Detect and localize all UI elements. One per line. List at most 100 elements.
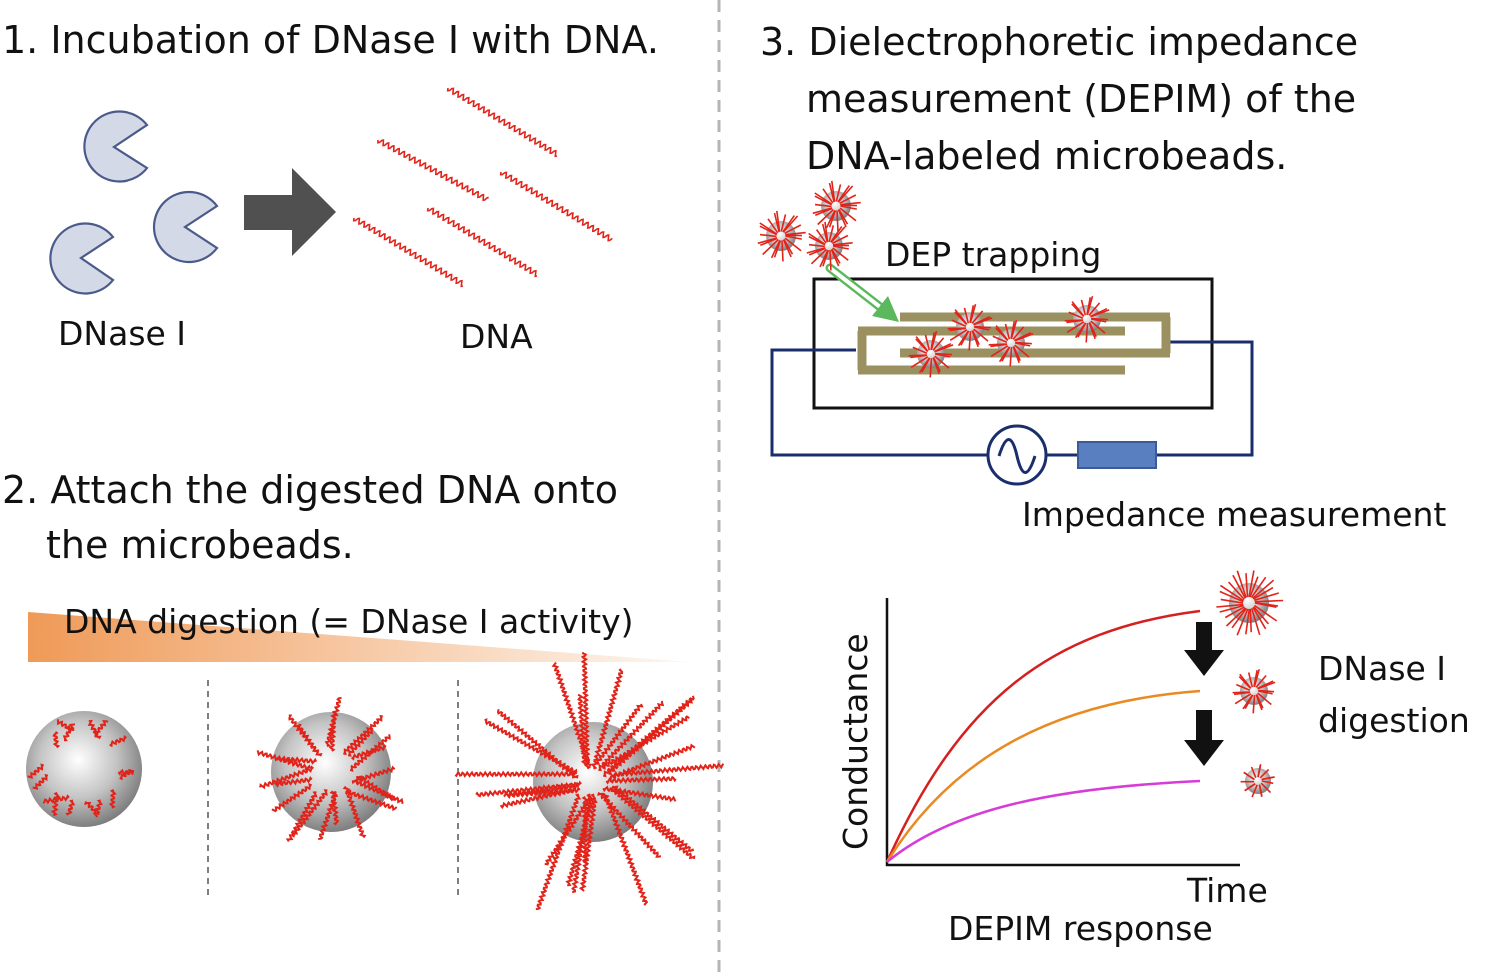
dna-spike [762, 239, 779, 256]
dna-spike [832, 247, 849, 261]
dna-spike [1090, 307, 1108, 318]
dna-spike [910, 356, 929, 368]
dna-labeled-bead [947, 303, 993, 351]
dna-spike [1014, 331, 1032, 342]
curve-medium-conductance [885, 689, 1201, 863]
dna-spike [1091, 317, 1108, 321]
dna-strand [290, 789, 328, 838]
dna-spike [808, 235, 826, 246]
dna-spike [1254, 601, 1279, 607]
dna-spike [814, 203, 832, 208]
dna-spike [806, 247, 826, 254]
dna-spike [960, 330, 970, 346]
dna-spike [921, 357, 931, 373]
dna-strand [608, 743, 696, 782]
microbead-short-dna [26, 711, 142, 827]
dna-spike [1258, 689, 1275, 693]
dna-spike [822, 249, 830, 267]
dna-spike [1231, 607, 1248, 629]
dna-spike [974, 326, 990, 331]
step3-title-line1: 3. Dielectrophoretic impedance [760, 20, 1358, 64]
dna-labeled-bead [988, 319, 1034, 367]
dna-spike [832, 242, 853, 246]
dna-spike [837, 209, 847, 228]
dna-spike [1224, 606, 1245, 619]
dna-strand [602, 715, 690, 770]
dna-spike [759, 222, 778, 235]
dna-spike [837, 185, 850, 203]
dna-spike [915, 338, 929, 353]
dna-spike [831, 180, 836, 202]
dna-strand [577, 693, 589, 766]
dna-spike [1255, 674, 1267, 688]
dna-strand [608, 698, 693, 776]
bead-dna-fragments [454, 651, 725, 911]
dna-spike [910, 354, 928, 359]
resistor-icon [1077, 441, 1157, 469]
dna-strand [535, 793, 582, 911]
dna-spike [836, 210, 839, 232]
dna-spike [1243, 772, 1255, 781]
dna-spike [1219, 584, 1244, 602]
dna-spike [1004, 323, 1011, 340]
legend-line1: DNase I [1318, 649, 1446, 688]
depim-response-graph [885, 598, 1240, 867]
dna-spike [1012, 326, 1025, 340]
dna-spike [968, 331, 972, 351]
dnase-enzymes [49, 110, 219, 295]
dna-spike [1257, 680, 1274, 690]
dna-spike [759, 233, 777, 238]
dna-spike [1228, 581, 1245, 600]
dna-strand [117, 768, 134, 776]
dna-strand [87, 719, 102, 740]
dna-spike [1253, 606, 1270, 625]
dna-spike [973, 315, 991, 326]
dna-spike [1010, 321, 1016, 339]
dna-spike [1085, 323, 1089, 343]
dna-spike [770, 240, 781, 259]
dna-spike [839, 194, 857, 205]
dna-spike [833, 245, 849, 250]
dna-spike [932, 357, 941, 373]
dna-spike [912, 346, 928, 354]
x-axis-label: Time [1186, 871, 1268, 910]
dna-spike [924, 334, 931, 351]
dna-spike [1253, 670, 1258, 687]
dna-labeled-bead [1240, 764, 1275, 798]
dna-spike [808, 247, 826, 256]
dna-spike [1249, 576, 1259, 598]
dna-spike [951, 319, 967, 327]
dna-spike [785, 231, 806, 236]
dna-spike [830, 226, 846, 243]
dna-spike [1254, 604, 1278, 622]
dep-circuit [770, 277, 1254, 486]
dna-spike [828, 182, 835, 203]
dna-strand [56, 719, 75, 732]
impedance-measurement-label: Impedance measurement [1022, 495, 1446, 534]
dna-strand [349, 734, 391, 772]
dna-spike [1225, 607, 1247, 627]
dna-spike [1014, 344, 1030, 358]
dna-strand [499, 171, 613, 242]
dna-spike [935, 353, 951, 358]
dna-strand [499, 786, 577, 810]
dna-strand [598, 700, 665, 772]
dna-strand [591, 668, 624, 770]
dna-spike [1071, 303, 1085, 318]
step2-title-line1: 2. Attach the digested DNA onto [2, 468, 618, 512]
dna-spike [831, 234, 849, 245]
dna-spike [817, 209, 834, 226]
dna-labeled-bead [1232, 669, 1276, 714]
dna-spike [814, 207, 833, 217]
dna-strand [288, 714, 323, 757]
curve-low-conductance [886, 779, 1201, 863]
dna-spike [1255, 694, 1264, 709]
dna-strand [65, 799, 76, 816]
dna-spike [1254, 592, 1280, 602]
dna-spike [839, 207, 857, 222]
digestion-gradient-wedge [28, 612, 690, 662]
dna-strand [581, 795, 589, 865]
dna-spike [782, 239, 792, 258]
dna-spike [1088, 322, 1097, 338]
dna-spike [974, 325, 991, 329]
